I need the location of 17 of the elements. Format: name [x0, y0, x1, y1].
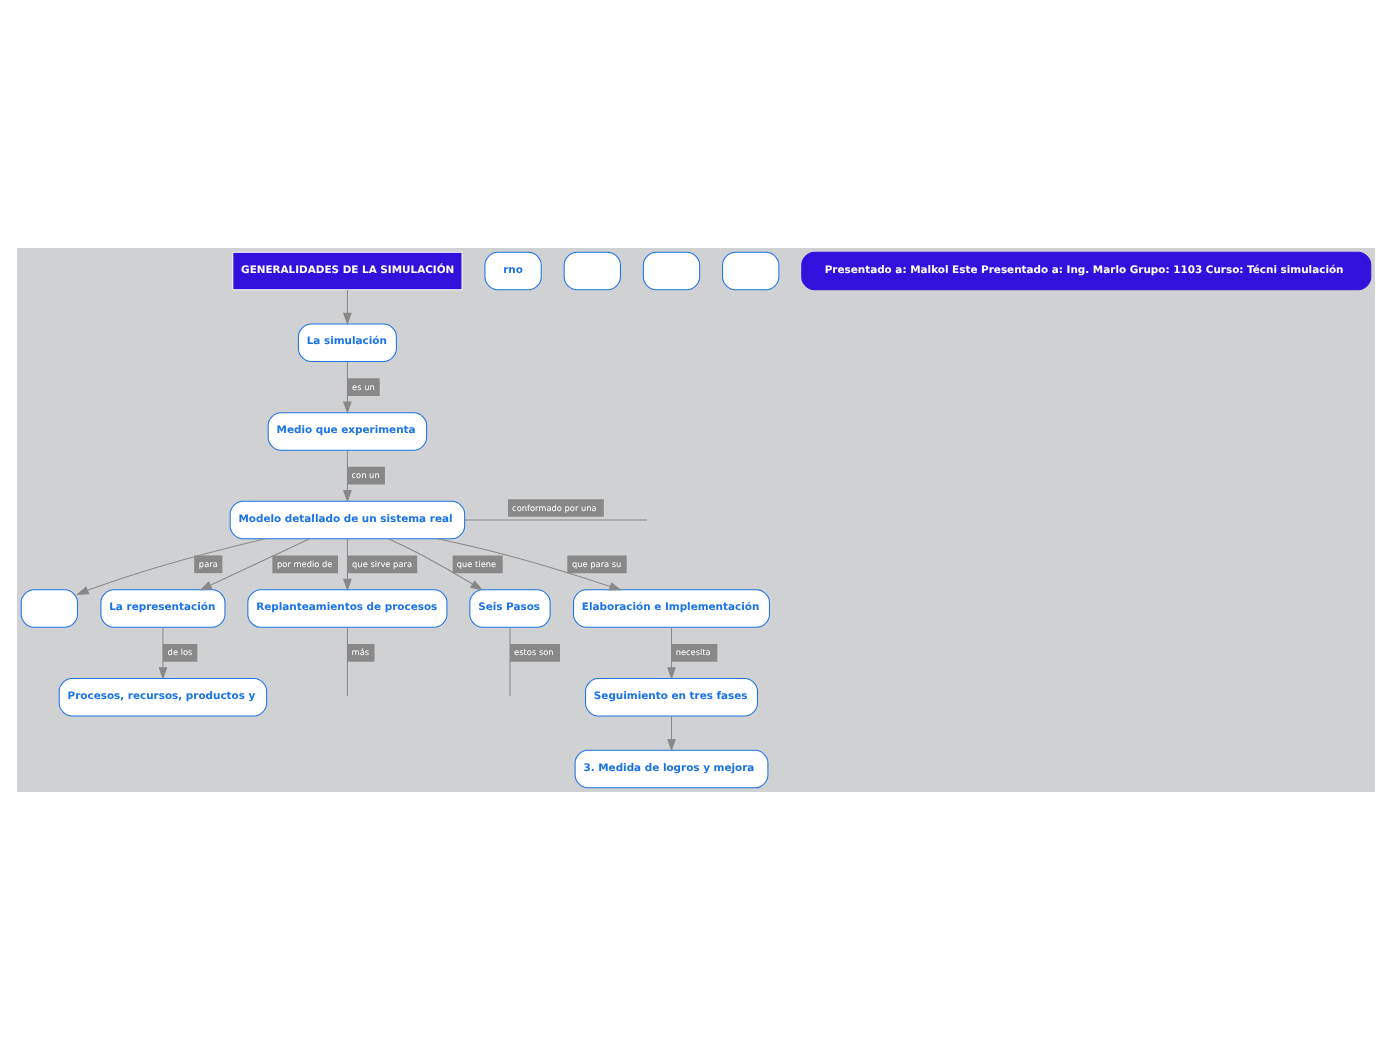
arrow: [343, 289, 352, 326]
node-box: [642, 251, 701, 291]
arrow: [199, 538, 310, 591]
arrow: [667, 627, 676, 680]
arrow: [343, 361, 352, 415]
node-box: [20, 589, 78, 628]
connector: [346, 627, 348, 697]
arrow: [437, 538, 622, 591]
arrow: [667, 715, 676, 752]
arrow: [343, 449, 352, 503]
arrow: [76, 538, 266, 595]
node-box: [722, 251, 780, 291]
arrow: [158, 627, 168, 680]
connector: [509, 627, 511, 697]
node-box: [563, 251, 621, 291]
connector: [464, 519, 648, 521]
arrow: [387, 538, 483, 591]
